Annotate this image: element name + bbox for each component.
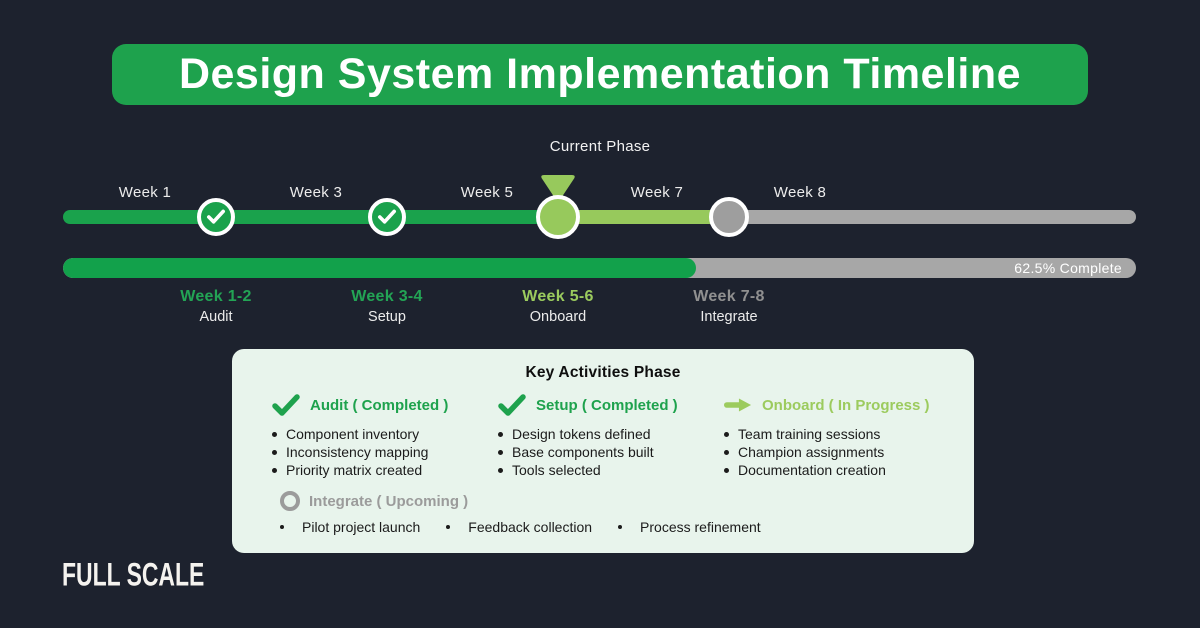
- column-heading-label: Setup ( Completed ): [536, 396, 678, 414]
- bullet-icon: [724, 431, 729, 437]
- phase-label: Week 3-4 Setup: [297, 288, 477, 325]
- activity-text: Priority matrix created: [286, 462, 423, 478]
- bullet-icon: [272, 467, 277, 473]
- list-item: Documentation creation: [724, 461, 954, 479]
- phase-label: Week 5-6 Onboard: [468, 288, 648, 325]
- column-heading-label: Onboard ( In Progress ): [762, 396, 930, 414]
- activity-text: Feedback collection: [468, 519, 593, 535]
- progress-bar-fill: [63, 258, 697, 278]
- bullet-icon: [280, 525, 284, 529]
- column-heading: Onboard ( In Progress ): [724, 393, 954, 417]
- activity-text: Inconsistency mapping: [286, 444, 429, 460]
- phase-label: Week 1-2 Audit: [126, 288, 306, 325]
- week-tick-label: Week 1: [118, 184, 172, 201]
- activity-text: Pilot project launch: [302, 519, 421, 535]
- progress-bar: 62.5% Complete: [63, 258, 1136, 278]
- bullet-icon: [724, 449, 729, 455]
- bullet-icon: [446, 525, 451, 529]
- title-banner: Design System Implementation Timeline: [112, 44, 1088, 105]
- activity-text: Design tokens defined: [512, 426, 651, 442]
- phase-name: Onboard: [529, 309, 587, 325]
- activity-list: Component inventory Inconsistency mappin…: [272, 425, 502, 479]
- timeline-segment-completed: [63, 210, 558, 224]
- milestone-current-icon: [536, 195, 580, 239]
- current-phase-label: Current Phase: [549, 138, 651, 155]
- milestone-completed-icon: [368, 198, 406, 236]
- bullet-icon: [498, 431, 503, 437]
- bullet-icon: [272, 431, 277, 437]
- week-tick-label: Week 8: [773, 184, 827, 201]
- list-item: Tools selected: [498, 461, 728, 479]
- timeline-segment-current: [558, 210, 729, 224]
- milestone-upcoming-icon: [709, 197, 749, 237]
- phase-label: Week 7-8 Integrate: [639, 288, 819, 325]
- full-scale-logo: FULL SCALE: [62, 556, 205, 594]
- check-icon: [272, 394, 300, 416]
- week-tick-label: Week 5: [460, 184, 514, 201]
- list-item: Process refinement: [618, 519, 761, 535]
- activity-list: Team training sessions Champion assignme…: [724, 425, 954, 479]
- bullet-icon: [498, 449, 503, 455]
- key-activities-panel: Key Activities Phase Audit ( Completed )…: [232, 349, 974, 553]
- list-item: Feedback collection: [446, 519, 592, 535]
- bullet-icon: [618, 525, 623, 529]
- check-icon: [377, 209, 396, 224]
- arrow-right-icon: [724, 397, 752, 413]
- activities-column-audit: Audit ( Completed ) Component inventory …: [272, 393, 502, 479]
- bullet-icon: [272, 449, 277, 455]
- week-tick-label: Week 7: [630, 184, 684, 201]
- progress-label: 62.5% Complete: [1014, 260, 1122, 276]
- timeline-track: [63, 210, 1136, 224]
- activity-list: Design tokens defined Base components bu…: [498, 425, 728, 479]
- integrate-activity-list: Pilot project launch Feedback collection…: [280, 519, 761, 535]
- page-title: Design System Implementation Timeline: [178, 50, 1022, 98]
- list-item: Component inventory: [272, 425, 502, 443]
- panel-title: Key Activities Phase: [525, 364, 681, 381]
- activity-text: Tools selected: [512, 462, 601, 478]
- activity-text: Champion assignments: [738, 444, 885, 460]
- list-item: Champion assignments: [724, 443, 954, 461]
- column-heading: Audit ( Completed ): [272, 393, 502, 417]
- column-heading: Setup ( Completed ): [498, 393, 728, 417]
- activity-text: Process refinement: [640, 519, 761, 535]
- list-item: Base components built: [498, 443, 728, 461]
- phase-weeks: Week 3-4: [351, 288, 423, 305]
- check-icon: [207, 209, 226, 224]
- list-item: Inconsistency mapping: [272, 443, 502, 461]
- circle-outline-icon: [280, 491, 300, 511]
- activity-text: Component inventory: [286, 426, 420, 442]
- list-item: Priority matrix created: [272, 461, 502, 479]
- phase-name: Integrate: [700, 309, 758, 325]
- bullet-icon: [724, 467, 729, 473]
- check-icon: [498, 394, 526, 416]
- phase-weeks: Week 7-8: [693, 288, 765, 305]
- activity-text: Documentation creation: [738, 462, 886, 478]
- activity-text: Base components built: [512, 444, 654, 460]
- week-tick-label: Week 3: [289, 184, 343, 201]
- list-item: Team training sessions: [724, 425, 954, 443]
- phase-name: Audit: [199, 309, 233, 325]
- phase-name: Setup: [368, 309, 406, 325]
- column-heading-label: Audit ( Completed ): [310, 396, 449, 414]
- milestone-completed-icon: [197, 198, 235, 236]
- activities-column-setup: Setup ( Completed ) Design tokens define…: [498, 393, 728, 479]
- activities-column-onboard: Onboard ( In Progress ) Team training se…: [724, 393, 954, 479]
- phase-weeks: Week 1-2: [180, 288, 252, 305]
- activity-text: Team training sessions: [738, 426, 881, 442]
- current-phase-pointer-icon: [541, 175, 575, 200]
- integrate-heading-label: Integrate ( Upcoming ): [309, 492, 469, 510]
- bullet-icon: [498, 467, 503, 473]
- integrate-heading: Integrate ( Upcoming ): [280, 491, 468, 511]
- list-item: Design tokens defined: [498, 425, 728, 443]
- timeline-segment-upcoming: [729, 210, 1136, 224]
- phase-weeks: Week 5-6: [522, 288, 594, 305]
- list-item: Pilot project launch: [280, 519, 420, 535]
